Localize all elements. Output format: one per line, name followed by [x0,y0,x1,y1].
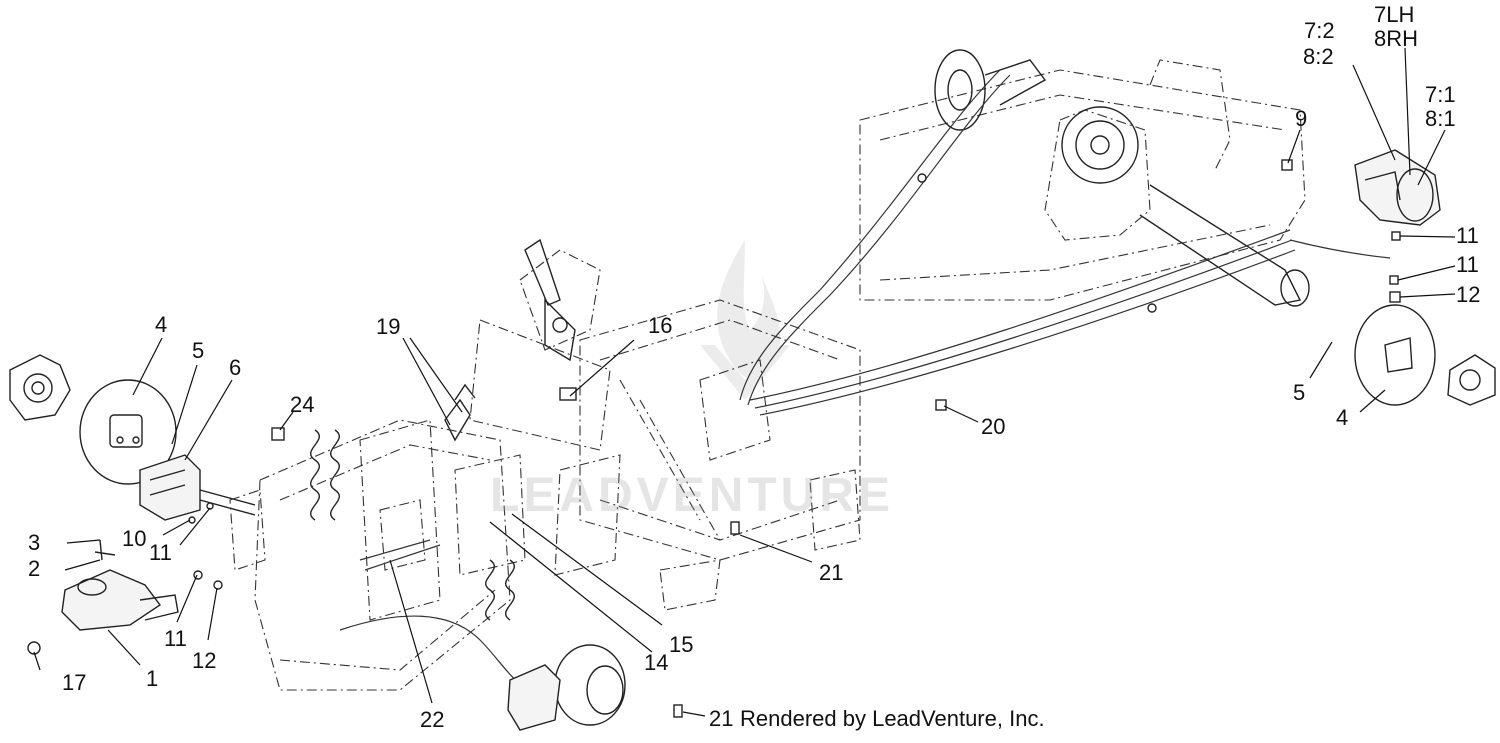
rear-right-rotor [1354,304,1436,406]
watermark-text: LEADVENTURE [490,469,895,522]
callout-labels: 1 2 3 4 4 5 5 6 7:2 8:2 7LH 8RH 7:1 8:1 … [28,2,1480,732]
callout-14: 14 [644,650,668,675]
callout-10: 10 [122,526,146,551]
callout-21-bottom: 21 [709,706,733,731]
callout-1: 1 [146,666,158,691]
callout-7lh: 7LH [1374,2,1414,27]
callout-5-left: 5 [192,338,204,363]
render-credit: Rendered by LeadVenture, Inc. [740,706,1045,731]
callout-8-1: 8:1 [1425,106,1456,131]
front-shock-springs [310,429,515,621]
callout-5-right: 5 [1293,380,1305,405]
callout-17: 17 [62,670,86,695]
callout-7-1: 7:1 [1425,82,1456,107]
callout-8-2: 8:2 [1303,44,1334,69]
callout-16: 16 [648,313,672,338]
callout-11-left-upper: 11 [149,540,172,565]
callout-21-center: 21 [819,560,843,585]
callout-3: 3 [28,530,40,555]
pedal-assembly [444,238,577,442]
front-frame [229,419,621,691]
hardware-pieces [94,159,1401,718]
callout-9: 9 [1295,106,1307,131]
leader-lines [33,47,1456,717]
callout-11-left-lower: 11 [164,626,187,651]
callout-15: 15 [669,632,693,657]
front-brake-hose [339,539,531,691]
callout-11-right-upper: 11 [1456,223,1479,248]
rear-frame [859,59,1306,301]
brake-lines [739,69,1391,416]
flame-logo-icon [700,240,790,400]
callout-4-left: 4 [155,312,167,337]
master-cylinder [27,569,179,655]
callout-2: 2 [28,556,40,581]
front-right-hub [507,644,626,731]
callout-19: 19 [376,314,400,339]
callout-7-2: 7:2 [1304,18,1335,43]
rear-right-hub [1447,354,1496,406]
rear-right-caliper-assembly [1354,149,1441,226]
front-left-hub [9,354,71,421]
callout-12-right: 12 [1456,282,1480,307]
callout-20: 20 [981,414,1005,439]
callout-11-right-lower: 11 [1456,252,1479,277]
main-chassis [469,249,861,611]
callout-24: 24 [290,392,314,417]
callout-12-left: 12 [192,648,216,673]
callout-4-right: 4 [1336,405,1348,430]
front-left-caliper [139,454,256,521]
callout-6: 6 [229,355,241,380]
callout-22: 22 [420,707,444,732]
callout-8rh: 8RH [1374,26,1418,51]
rear-hub-top [934,49,1047,131]
rear-axle [1139,184,1310,307]
